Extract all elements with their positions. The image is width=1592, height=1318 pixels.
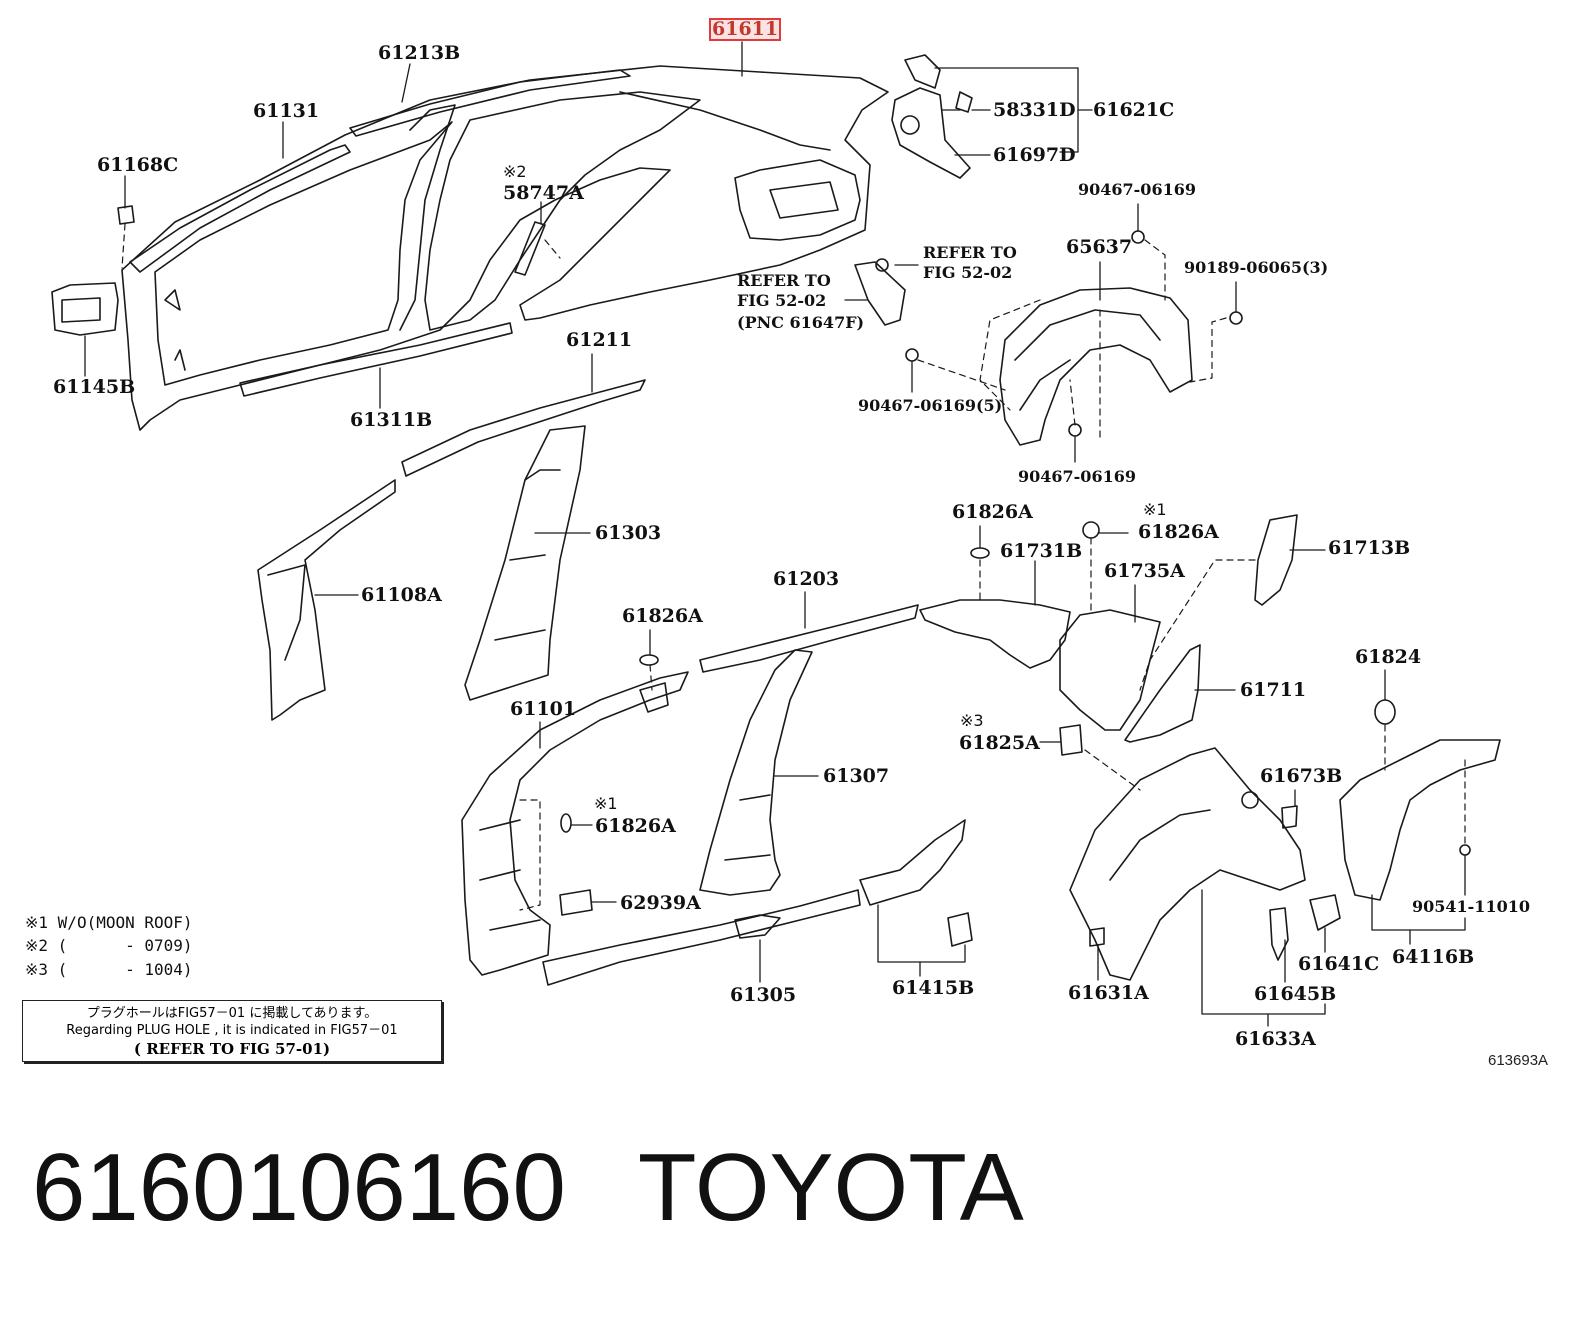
part-label-61305[interactable]: 61305 xyxy=(730,984,797,1006)
wheel-house-inner-61633a xyxy=(1069,747,1306,981)
parts-diagram xyxy=(51,41,1501,1027)
plug-hole-note-box: プラグホールはFIG57－01 に掲載してあります。 Regarding PLU… xyxy=(22,1000,442,1062)
part-label-61303[interactable]: 61303 xyxy=(595,522,662,544)
part-label-61824[interactable]: 61824 xyxy=(1355,646,1422,668)
part-label-61415b[interactable]: 61415B xyxy=(892,977,975,999)
note-mark-1: ※1 xyxy=(1143,500,1167,519)
wheel-liner-65637 xyxy=(905,230,1243,446)
part-label-61826a[interactable]: 61826A xyxy=(1138,521,1219,543)
part-label-64116b[interactable]: 64116B xyxy=(1392,946,1475,968)
plug-hole-note-en: Regarding PLUG HOLE , it is indicated in… xyxy=(66,1023,398,1038)
footnote-2: ※2 ( - 0709) xyxy=(25,936,193,955)
body-side-outer-panel xyxy=(121,65,889,431)
note-mark-1: ※1 xyxy=(594,794,618,813)
bracket-61647f xyxy=(854,258,906,326)
front-pillar-inner-61101 xyxy=(461,671,689,976)
part-label-90189-06065[interactable]: 90189-06065(3) xyxy=(1184,258,1329,277)
reference-text: (PNC 61647F) xyxy=(737,313,865,332)
part-label-61826a[interactable]: 61826A xyxy=(622,605,703,627)
roof-side-rail-61131 xyxy=(129,144,351,273)
part-label-61168c[interactable]: 61168C xyxy=(97,154,179,176)
part-label-61307[interactable]: 61307 xyxy=(823,765,890,787)
part-label-90541-11010[interactable]: 90541-11010 xyxy=(1412,897,1530,916)
rocker-panel-61311b xyxy=(239,322,513,397)
part-label-61211[interactable]: 61211 xyxy=(566,329,633,351)
part-number: 6160106160 xyxy=(32,1134,566,1241)
part-label-65637[interactable]: 65637 xyxy=(1066,236,1133,258)
part-label-61633a[interactable]: 61633A xyxy=(1235,1028,1316,1050)
part-label-61673b[interactable]: 61673B xyxy=(1260,765,1343,787)
part-label-61697d[interactable]: 61697D xyxy=(993,144,1076,166)
part-label-58747a[interactable]: 58747A xyxy=(503,182,584,204)
note-mark-3: ※3 xyxy=(960,711,984,730)
part-label-61645b[interactable]: 61645B xyxy=(1254,983,1337,1005)
roof-side-rail-61213b xyxy=(349,69,631,137)
part-label-61641c[interactable]: 61641C xyxy=(1298,953,1380,975)
part-label-61101[interactable]: 61101 xyxy=(510,698,577,720)
part-label-61145b[interactable]: 61145B xyxy=(53,376,136,398)
bracket-61641c xyxy=(1309,894,1341,931)
plug-markers xyxy=(560,521,1100,833)
part-label-58331d[interactable]: 58331D xyxy=(993,99,1076,121)
hole-plug-62939a xyxy=(559,889,593,916)
quarter-inner-61735a xyxy=(1059,609,1161,731)
part-label-61711[interactable]: 61711 xyxy=(1240,679,1307,701)
note-mark-2: ※2 xyxy=(503,162,527,181)
roof-rail-inner-61211 xyxy=(401,379,646,477)
reference-text: REFER TO xyxy=(923,243,1017,262)
part-label-61621c[interactable]: 61621C xyxy=(1093,99,1175,121)
part-label-61825a[interactable]: 61825A xyxy=(959,732,1040,754)
part-label-61213b[interactable]: 61213B xyxy=(378,42,461,64)
part-label-61203[interactable]: 61203 xyxy=(773,568,840,590)
part-label-62939a[interactable]: 62939A xyxy=(620,892,701,914)
quarter-bracket-61697d xyxy=(891,54,973,179)
center-pillar-61303 xyxy=(464,425,586,701)
drawing-number: 613693A xyxy=(1488,1052,1549,1069)
rocker-inner-61305 xyxy=(542,889,861,986)
quarter-inner-61711 xyxy=(1124,644,1201,743)
footnote-1: ※1 W/O(MOON ROOF) xyxy=(25,913,193,932)
reference-text: REFER TO xyxy=(737,271,831,290)
extension-61824-plug xyxy=(1374,699,1396,725)
part-label-61826a[interactable]: 61826A xyxy=(952,501,1033,523)
part-label-61713b[interactable]: 61713B xyxy=(1328,537,1411,559)
reference-text: FIG 52-02 xyxy=(737,291,827,310)
part-label-90467-06169[interactable]: 90467-06169 xyxy=(1018,467,1136,486)
part-label-61735a[interactable]: 61735A xyxy=(1104,560,1185,582)
reference-text: FIG 52-02 xyxy=(923,263,1013,282)
part-label-90467-06169-5[interactable]: 90467-06169(5) xyxy=(858,396,1003,415)
trim-58747a xyxy=(514,221,546,276)
part-label-61311b[interactable]: 61311B xyxy=(350,409,433,431)
part-label-61131[interactable]: 61131 xyxy=(253,100,320,122)
clip-61168c xyxy=(117,205,135,225)
dashed-relation-lines xyxy=(121,223,1466,911)
bracket-61673b xyxy=(1281,805,1298,829)
part-label-61108a[interactable]: 61108A xyxy=(361,584,442,606)
rocker-rear-61415b xyxy=(859,819,973,947)
bracket-61713b xyxy=(1254,514,1298,606)
bracket-61645b xyxy=(1269,907,1289,961)
front-pillar-61108a xyxy=(257,479,396,721)
part-label-90467-06169[interactable]: 90467-06169 xyxy=(1078,180,1196,199)
part-label-61826a[interactable]: 61826A xyxy=(595,815,676,837)
part-label-61631a[interactable]: 61631A xyxy=(1068,982,1149,1004)
rear-floor-side-64116b xyxy=(1339,739,1501,901)
plug-hole-reference[interactable]: ( REFER TO FIG 57-01) xyxy=(133,1040,331,1058)
roof-rail-61203 xyxy=(699,604,919,673)
center-pillar-inner-61307 xyxy=(699,649,813,896)
brand-name: TOYOTA xyxy=(637,1134,1024,1241)
front-pillar-61145b xyxy=(51,282,119,336)
plug-hole-note-jp: プラグホールはFIG57－01 に掲載してあります。 xyxy=(86,1006,378,1021)
leader-lines xyxy=(84,41,1466,1027)
footnote-3: ※3 ( - 1004) xyxy=(25,960,193,979)
part-label-61731b[interactable]: 61731B xyxy=(1000,540,1083,562)
part-label-61611[interactable]: 61611 xyxy=(708,18,782,41)
roof-rail-rear-61731b xyxy=(919,599,1071,669)
